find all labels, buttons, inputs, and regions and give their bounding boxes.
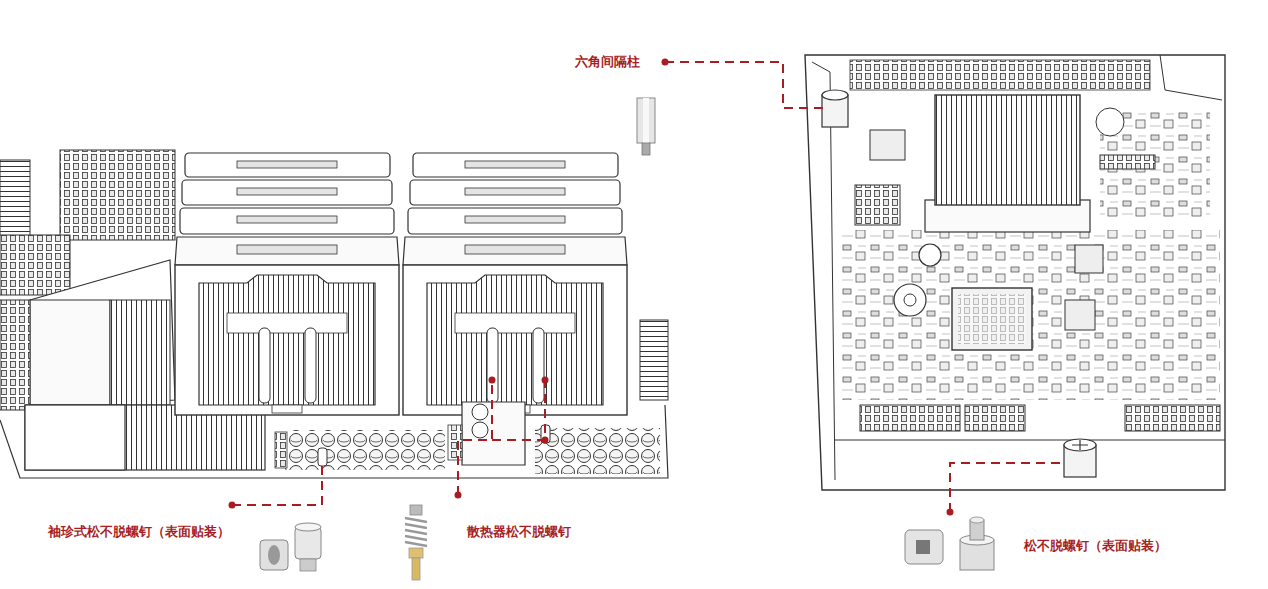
right-control-board-part (935, 95, 1080, 205)
right-control-board-part (1075, 245, 1103, 273)
leader-dot-part (489, 377, 496, 384)
part-label: 松不脱螺钉（表面贴装） (1024, 538, 1167, 554)
left-server-board-part (285, 430, 445, 470)
leader-line-part (492, 380, 545, 440)
left-server-board-part (0, 405, 668, 478)
part-photo-part (260, 540, 288, 570)
right-control-board (805, 55, 1225, 490)
right-control-board-part (919, 244, 941, 266)
right-control-board-part (1125, 405, 1220, 431)
part-photo-part (637, 98, 655, 143)
part-photo-part (970, 517, 984, 523)
right-control-board-part (840, 230, 1220, 400)
left-server-board-part (448, 425, 462, 460)
right-control-board-part (1072, 440, 1088, 450)
right-control-board-part (958, 294, 1026, 344)
left-server-board-part (318, 448, 327, 466)
right-control-board-part (850, 60, 1150, 90)
right-control-board-part (835, 440, 1225, 441)
leader-line-part (950, 463, 1062, 512)
left-server-board (0, 150, 668, 485)
left-server-board-part (110, 300, 170, 405)
left-server-board-part (403, 153, 627, 415)
leader-dot-part (455, 492, 462, 499)
leader-line-part (458, 380, 492, 495)
part-label: 散热器松不脱螺钉 (467, 524, 571, 540)
part-photo (905, 517, 994, 570)
right-control-board-part (1065, 300, 1095, 330)
part-photo-part (410, 505, 422, 515)
right-control-board-part (1160, 55, 1222, 100)
part-photo-part (916, 540, 930, 554)
part-photo-part (905, 530, 943, 564)
right-control-board-part (1100, 155, 1155, 169)
right-control-board-part (860, 405, 960, 431)
leader-dot-part (542, 377, 549, 384)
left-server-board-part (0, 300, 30, 410)
part-photo-part (295, 523, 321, 531)
left-server-board-part (0, 150, 668, 485)
part-photo-part (405, 518, 427, 546)
right-control-board-part (965, 405, 1025, 431)
part-label: 六角间隔柱 (575, 54, 640, 70)
left-server-board-part (472, 404, 488, 420)
leader-line-part (232, 462, 322, 505)
right-control-board-part (855, 185, 900, 225)
left-server-board-part (472, 422, 488, 438)
left-server-board-part (175, 153, 399, 415)
right-control-board-part (952, 288, 1032, 350)
part-photo-part (412, 558, 420, 580)
right-control-board-part (822, 90, 848, 100)
part-photo-part (268, 545, 280, 565)
left-server-board-part (0, 235, 70, 295)
right-control-board-part (904, 294, 916, 306)
left-server-board-part (30, 300, 110, 405)
leader-line-part (665, 62, 826, 108)
left-server-board-part (275, 432, 287, 468)
leader-dot-part (662, 59, 669, 66)
right-control-board-part (1096, 108, 1124, 136)
right-control-board-part (894, 284, 926, 316)
leader-line (232, 62, 1062, 512)
left-server-board-part (462, 402, 525, 465)
left-server-board-part (30, 260, 175, 410)
leader-dot-part (542, 437, 549, 444)
part-photo-part (295, 527, 321, 559)
left-server-board-part (640, 320, 668, 400)
part-label: 袖珍式松不脱螺钉（表面贴装） (48, 524, 230, 540)
leader-dot (229, 59, 954, 516)
leader-dot-part (947, 509, 954, 516)
right-control-board-part (805, 55, 1225, 490)
left-server-board-part (60, 150, 175, 240)
part-photo-part (300, 559, 316, 571)
leader-dot-part (229, 502, 236, 509)
right-control-board-part (870, 130, 905, 160)
part-photo (637, 98, 655, 155)
part-photo (405, 505, 427, 580)
left-server-board-part (535, 428, 660, 474)
part-photo-part (409, 548, 423, 558)
part-photo-part (643, 98, 649, 143)
part-photo-part (642, 143, 650, 155)
part-photo (260, 523, 321, 571)
right-control-board-part (1064, 439, 1096, 451)
left-server-board-part (25, 405, 125, 470)
